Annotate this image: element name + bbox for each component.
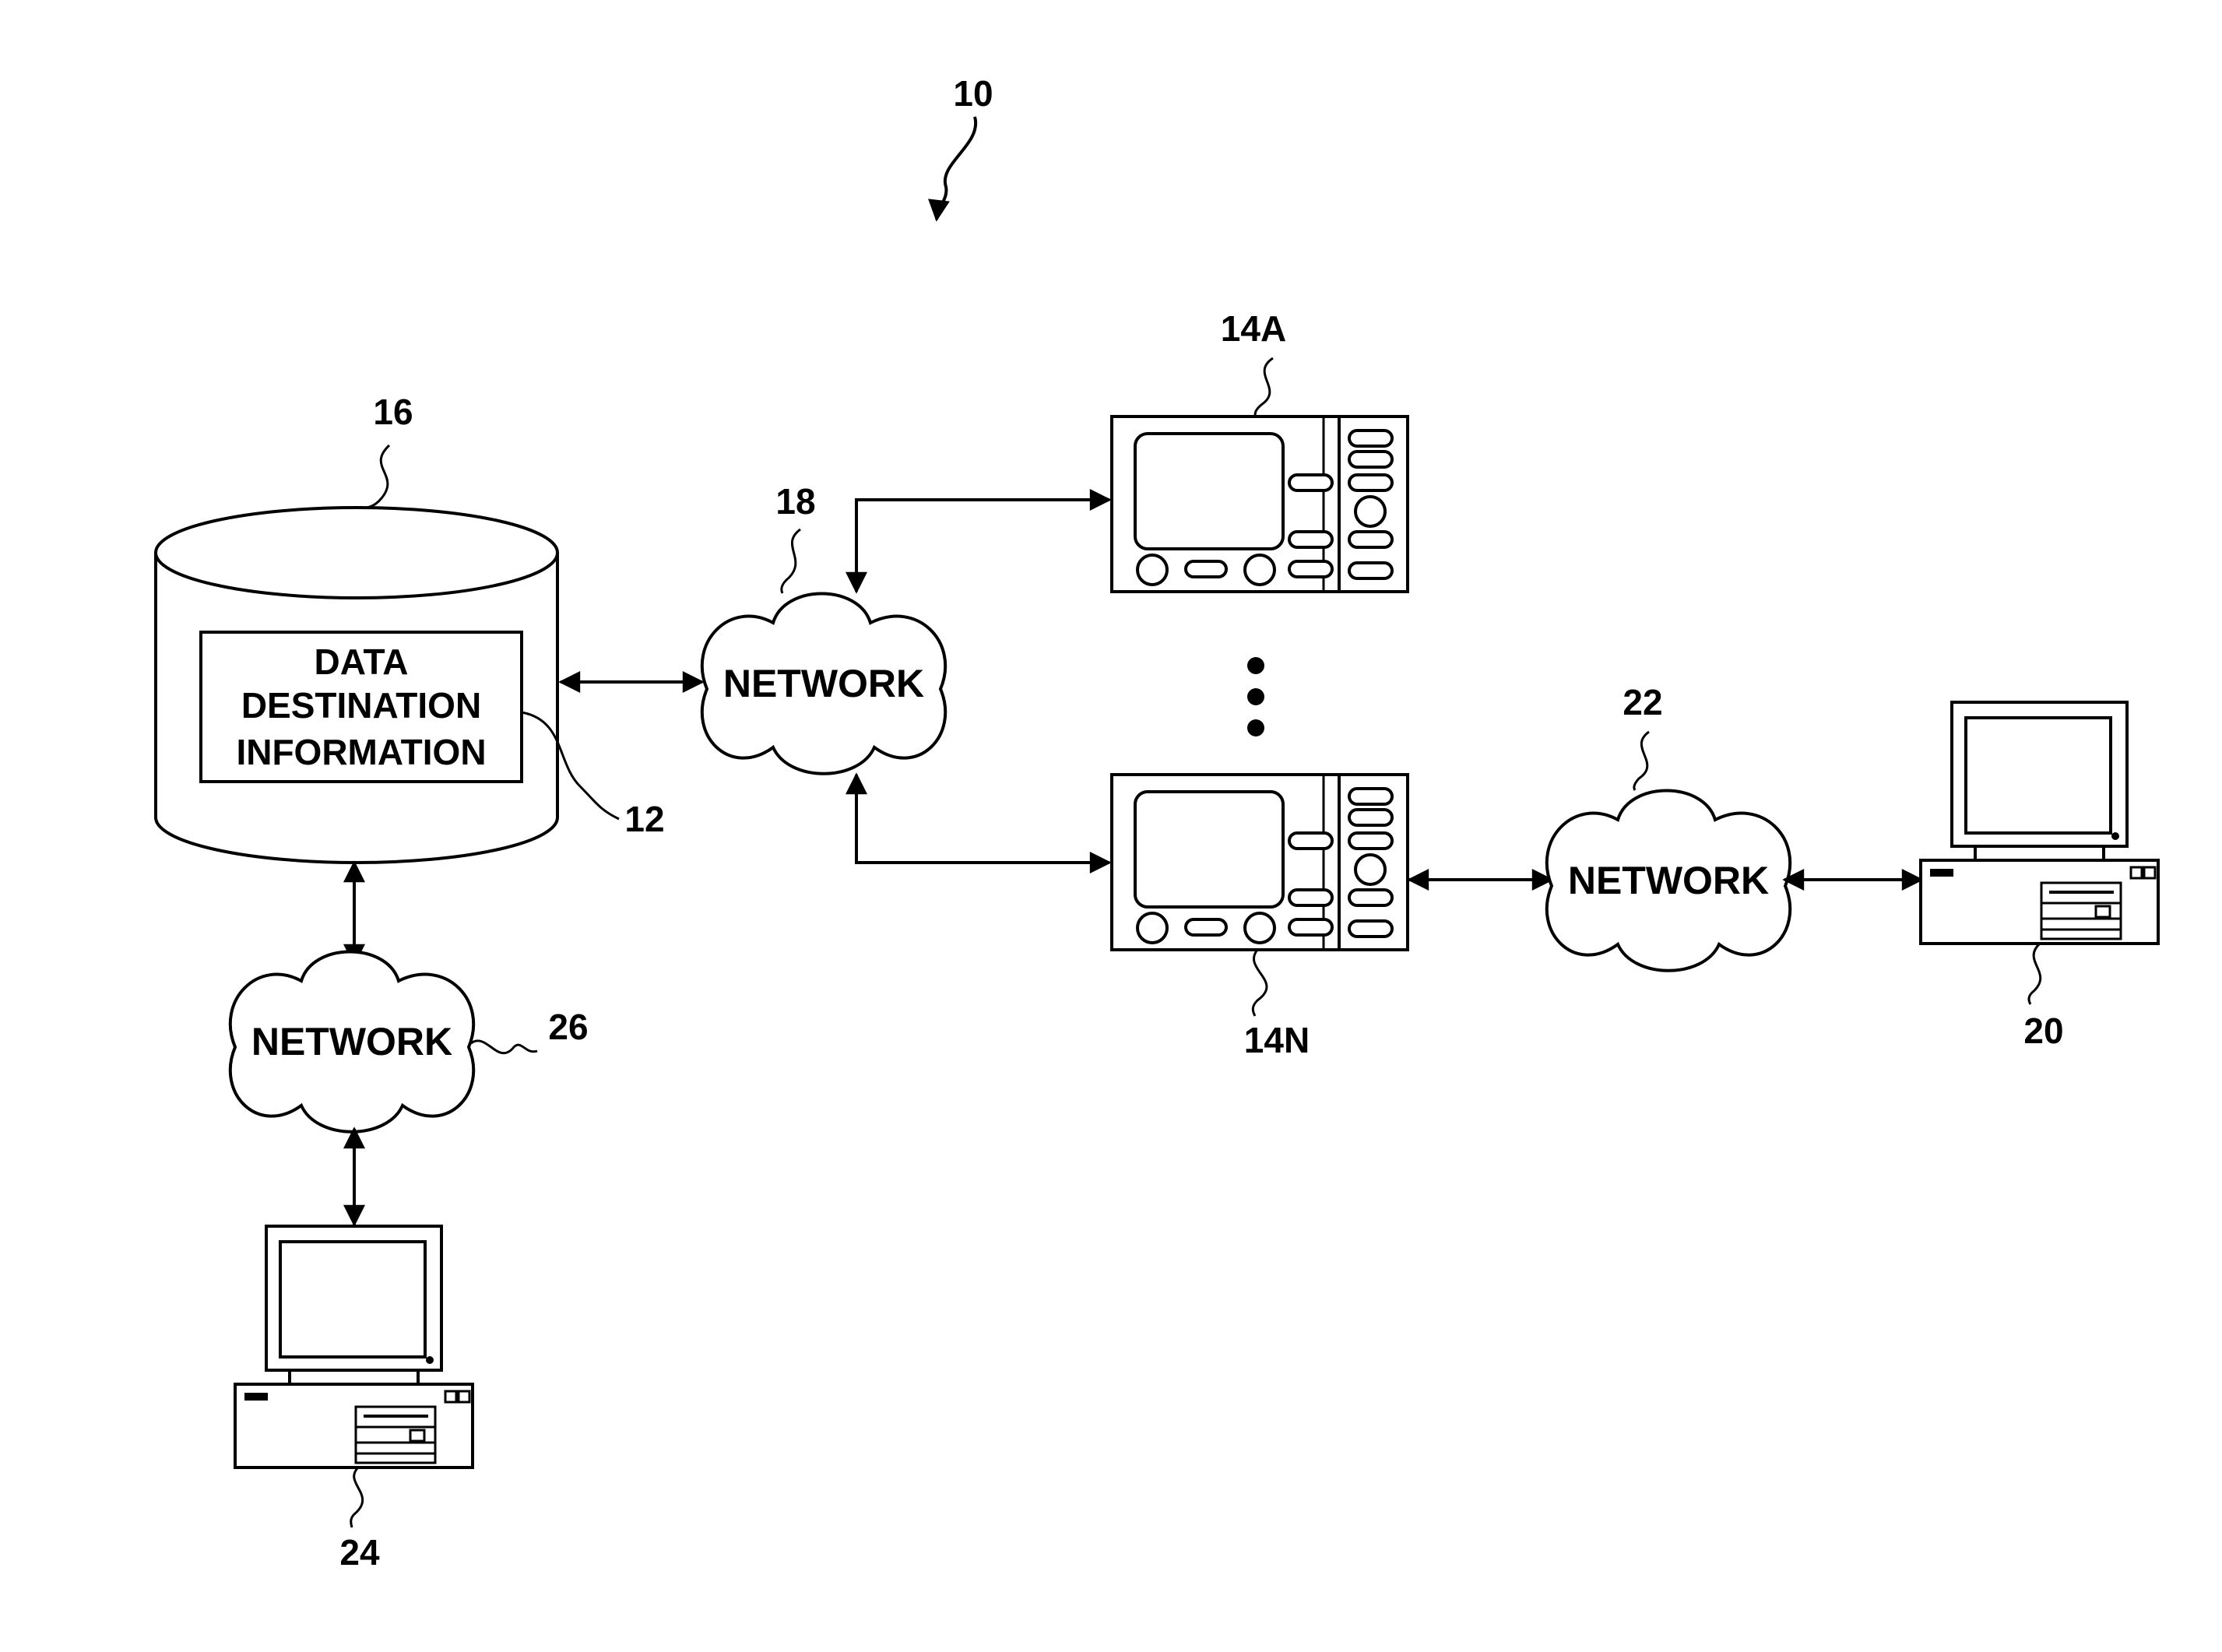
device-14a (1112, 417, 1408, 592)
network-cloud-main: NETWORK (702, 594, 945, 774)
arrow-network-device-a (856, 500, 1109, 592)
db-label-line-1: DATA (315, 641, 409, 682)
computer-20 (1921, 702, 2158, 944)
ref-device-a-label: 14A (1221, 308, 1286, 349)
ref-system-label: 10 (953, 73, 993, 114)
device-14n (1112, 775, 1408, 950)
ref-computer-db-leader (351, 1467, 363, 1527)
ref-computer-device-label: 20 (2023, 1011, 2063, 1051)
ref-network-db-leader (471, 1041, 537, 1053)
ref-info-label: 12 (624, 799, 664, 839)
ref-database-leader (360, 445, 389, 508)
ref-database-label: 16 (373, 392, 413, 432)
network-db-label: NETWORK (251, 1020, 452, 1063)
ref-computer-db-label: 24 (339, 1532, 380, 1573)
ref-device-n-label: 14N (1244, 1020, 1310, 1060)
computer-24 (235, 1226, 473, 1467)
ref-computer-device-leader (2029, 944, 2041, 1004)
ellipsis-dot-2 (1247, 688, 1264, 705)
ellipsis-dot-1 (1247, 657, 1264, 674)
network-device-label: NETWORK (1568, 859, 1769, 902)
network-cloud-db: NETWORK (230, 952, 473, 1132)
ellipsis-dot-3 (1247, 719, 1264, 736)
network-cloud-device: NETWORK (1547, 791, 1790, 971)
ref-network-main-leader (782, 529, 800, 593)
ref-device-a-leader (1255, 358, 1273, 417)
arrow-network-device-n (856, 775, 1109, 863)
ref-system-arrow (937, 117, 976, 220)
network-main-label: NETWORK (723, 662, 924, 705)
ref-network-device-label: 22 (1623, 682, 1662, 722)
data-destination-information-box: DATA DESTINATION INFORMATION (201, 632, 522, 782)
ref-device-n-leader (1253, 950, 1267, 1016)
ref-network-db-label: 26 (548, 1007, 588, 1047)
db-label-line-2: DESTINATION (241, 685, 481, 726)
db-label-line-3: INFORMATION (236, 732, 486, 772)
ref-network-main-label: 18 (775, 481, 815, 522)
ref-network-device-leader (1634, 732, 1649, 790)
